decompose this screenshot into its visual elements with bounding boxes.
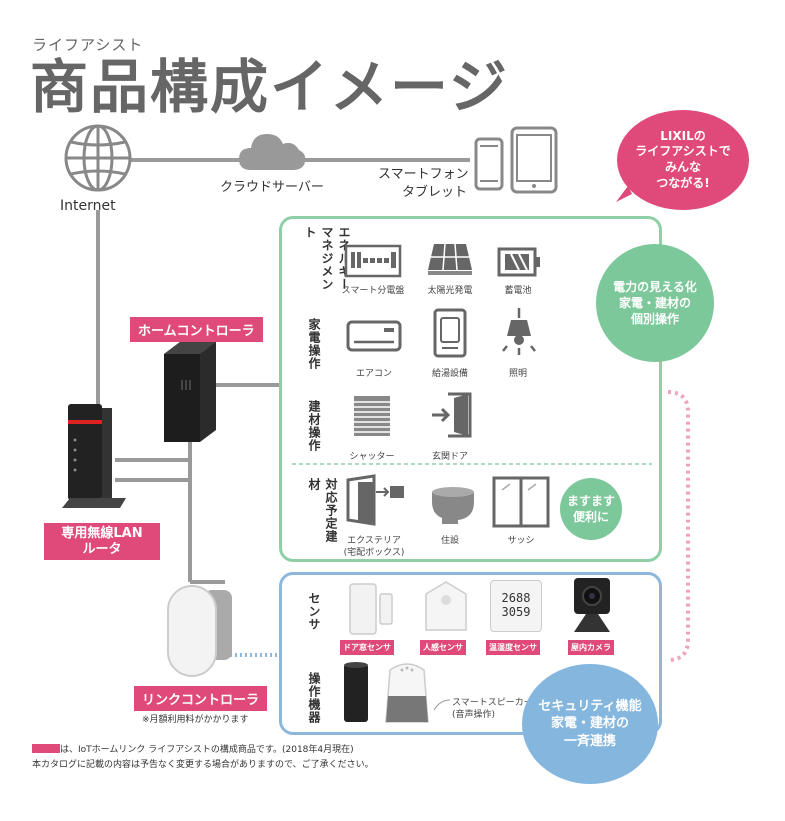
page-title: 商品構成イメージ xyxy=(30,53,509,121)
energy-item-0: スマート分電盤 xyxy=(341,286,405,296)
storage-battery-icon xyxy=(497,247,540,277)
future-item-1: (宅配ボックス) xyxy=(343,548,405,558)
sensor-category-label: センサ xyxy=(307,592,321,631)
blue-circle-line-1: セキュリティ機能 xyxy=(538,698,642,714)
future-category-label: 対応予定建材 xyxy=(307,478,338,543)
sensor-item-2: 温湿度センサ xyxy=(486,640,540,655)
speaker-label-line-1: スマートスピーカー xyxy=(452,698,533,708)
building-item-1: 玄関ドア xyxy=(431,452,468,462)
sensor-item-1: 人感センサ xyxy=(420,640,466,655)
motion-sensor-device xyxy=(425,581,467,631)
operation-category-label: 操作機器 xyxy=(307,672,321,724)
bubble-line-1: LIXILの xyxy=(660,128,706,143)
tablet-icon xyxy=(510,126,558,194)
appliance-item-2: 照明 xyxy=(508,369,527,379)
thermo-hygrometer-device: 2688 3059 xyxy=(490,580,542,632)
bubble-line-4: つながる! xyxy=(656,175,710,190)
energy-visualization-circle: 電力の見える化 家電・建材の 個別操作 xyxy=(596,244,714,362)
security-circle: セキュリティ機能 家電・建材の 一斉連携 xyxy=(522,664,658,784)
legend-swatch xyxy=(32,744,60,753)
wireless-router-tag: 専用無線LAN ルータ xyxy=(44,523,160,561)
legend-text: は、IoTホームリンク ライフアシストの構成商品です。(2018年4月現在) xyxy=(60,745,354,755)
cloud-server-label: クラウドサーバー xyxy=(220,180,324,195)
router-label-line-1: 専用無線LAN xyxy=(61,526,143,541)
sensor-item-0: ドア窓センサ xyxy=(340,640,394,655)
tablet-label: タブレット xyxy=(402,185,468,200)
indoor-camera-device xyxy=(574,578,610,632)
future-item-2: 住設 xyxy=(440,536,459,546)
link-controller-device xyxy=(167,585,232,677)
bubble-line-3: みんな xyxy=(664,160,701,174)
home-controller-device xyxy=(164,342,216,442)
cloud-icon xyxy=(239,134,306,170)
green-circle-line-1: 電力の見える化 xyxy=(613,279,697,294)
smartphone-label: スマートフォン xyxy=(378,167,469,182)
badge-line-1: ますます xyxy=(566,493,615,508)
section-divider xyxy=(292,463,652,465)
page-subtitle: ライフアシスト xyxy=(32,36,144,54)
bubble-tail-icon xyxy=(616,186,632,202)
appliance-category-label: 家電操作 xyxy=(307,318,321,370)
sensor-panel xyxy=(279,572,662,735)
shutter-icon xyxy=(354,396,390,436)
green-circle-line-2: 家電・建材の xyxy=(618,295,691,310)
badge-line-2: 便利に xyxy=(572,510,609,524)
delivery-box-icon xyxy=(346,474,404,526)
wireless-router-device xyxy=(62,404,126,508)
future-item-3: サッシ xyxy=(507,536,535,546)
smartphone-icon xyxy=(474,137,504,191)
future-item-0: エクステリア xyxy=(347,536,401,546)
bubble-line-2: ライフアシストで xyxy=(635,144,731,159)
link-controller-tag: リンクコントローラ xyxy=(134,686,268,711)
appliance-item-0: エアコン xyxy=(355,369,392,379)
speaker-callout-line xyxy=(433,699,451,711)
speaker-label-line-2: (音声操作) xyxy=(452,709,496,720)
appliance-panel xyxy=(279,216,662,562)
smart-distribution-board-icon xyxy=(344,244,402,278)
home-controller-tag: ホームコントローラ xyxy=(130,317,263,342)
sensor-item-3: 屋内カメラ xyxy=(568,640,614,655)
door-window-sensor-device xyxy=(349,583,393,635)
internet-label: Internet xyxy=(60,198,116,214)
entrance-door-icon xyxy=(432,392,472,438)
appliance-item-1: 給湯設備 xyxy=(431,369,468,379)
lixil-speech-bubble: LIXILの ライフアシストで みんな つながる! xyxy=(617,110,749,210)
router-label-line-2: ルータ xyxy=(82,541,122,557)
window-sash-icon xyxy=(492,476,550,528)
light-icon xyxy=(502,308,536,355)
building-item-0: シャッター xyxy=(349,452,395,462)
energy-item-1: 太陽光発電 xyxy=(427,286,473,296)
solar-panel-icon xyxy=(428,243,472,275)
smart-speaker-dome-device xyxy=(385,663,429,723)
blue-circle-line-3: 一斉連携 xyxy=(563,733,616,749)
water-heater-icon xyxy=(433,308,467,358)
green-circle-line-3: 個別操作 xyxy=(630,312,679,327)
blue-circle-line-2: 家電・建材の xyxy=(550,716,629,732)
toilet-icon xyxy=(432,487,474,524)
globe-icon xyxy=(64,124,132,192)
air-conditioner-icon xyxy=(346,320,402,352)
speaker-label: スマートスピーカー (音声操作) xyxy=(452,698,533,721)
energy-item-2: 蓄電池 xyxy=(504,286,532,296)
building-category-label: 建材操作 xyxy=(307,400,321,452)
smart-speaker-cylinder-device xyxy=(344,662,368,722)
disclaimer-text: 本カタログに記載の内容は予告なく変更する場合がありますので、ご了承ください。 xyxy=(32,760,374,770)
monthly-fee-note: ※月額利用料がかかります xyxy=(142,715,249,725)
thermo-display-2: 3059 xyxy=(501,605,531,620)
more-convenient-badge: ますます 便利に xyxy=(560,478,622,540)
thermo-display-1: 2688 xyxy=(501,591,531,605)
